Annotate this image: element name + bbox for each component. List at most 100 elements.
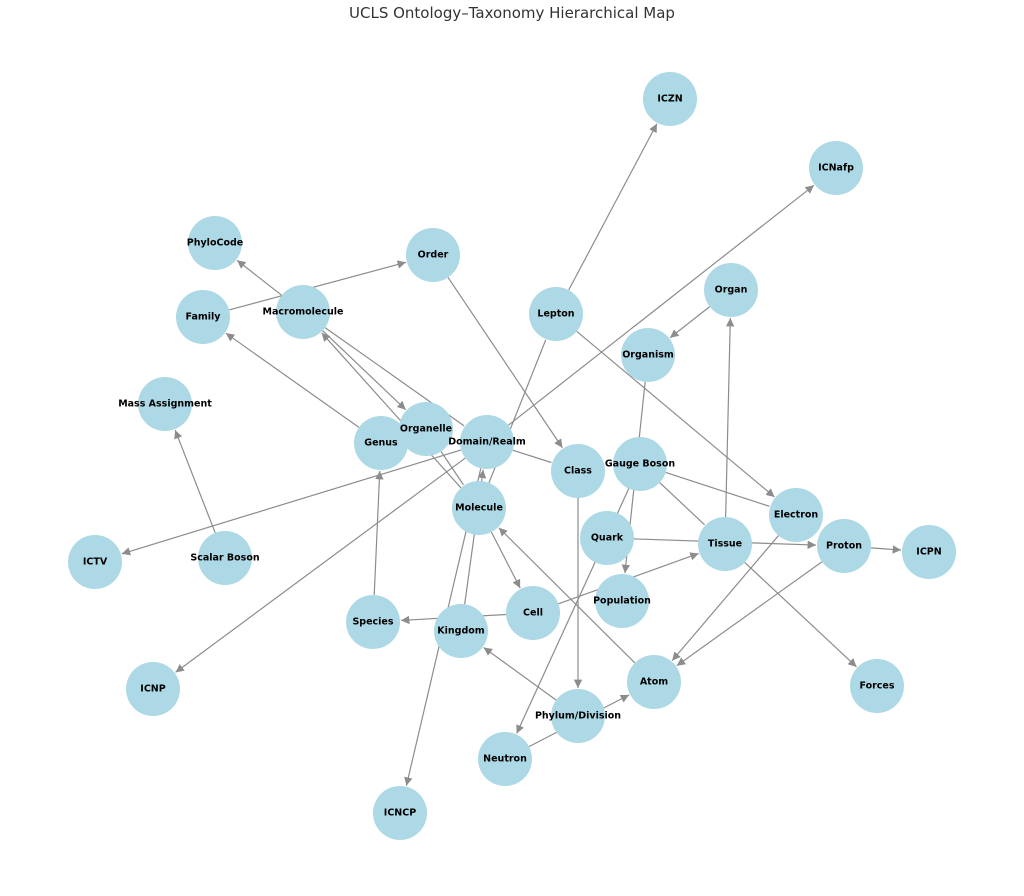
node-label: Species (352, 617, 393, 628)
node-species: Species (346, 595, 400, 649)
node-label: Neutron (483, 754, 527, 765)
node-circle (902, 525, 956, 579)
node-cell: Cell (506, 586, 560, 640)
node-phylumdivision: Phylum/Division (535, 689, 621, 743)
node-label: Tissue (708, 539, 742, 550)
node-label: Class (564, 466, 592, 477)
node-label: Family (186, 312, 222, 323)
node-genus: Genus (354, 416, 408, 470)
node-circle (478, 732, 532, 786)
edge-tissue-to-organ (725, 317, 735, 518)
node-neutron: Neutron (478, 732, 532, 786)
edge-family-to-order (228, 260, 407, 311)
node-iczn: ICZN (643, 72, 697, 126)
node-circle (627, 655, 681, 709)
node-label: Population (593, 596, 651, 607)
node-circle (817, 519, 871, 573)
node-circle (452, 481, 506, 535)
node-atom: Atom (627, 655, 681, 709)
node-domainrealm: Domain/Realm (448, 415, 526, 469)
node-organism: Organism (621, 328, 675, 382)
node-label: Organ (715, 285, 748, 296)
node-circle (460, 415, 514, 469)
node-circle (176, 290, 230, 344)
edge-organ-to-organism (669, 306, 711, 339)
node-proton: Proton (817, 519, 871, 573)
edge-species-to-genus (373, 470, 384, 596)
node-label: ICPN (916, 547, 941, 558)
node-ictv: ICTV (68, 535, 122, 589)
node-label: Atom (640, 677, 668, 688)
edge-atom-to-molecule (498, 527, 636, 664)
node-circle (138, 377, 192, 431)
node-label: Macromolecule (263, 307, 344, 318)
node-scalarboson: Scalar Boson (190, 531, 260, 585)
node-circle (399, 402, 453, 456)
node-icnafp: ICNafp (809, 141, 863, 195)
node-molecule: Molecule (452, 481, 506, 535)
edge-domainrealm-to-ictv (121, 449, 462, 556)
diagram-title: UCLS Ontology–Taxonomy Hierarchical Map (349, 4, 675, 22)
edge-molecule-to-macromolecule (321, 332, 462, 489)
node-label: Quark (591, 533, 624, 544)
edge-domainrealm-to-icnp (175, 457, 466, 673)
node-icncp: ICNCP (373, 786, 427, 840)
node-label: Scalar Boson (190, 553, 259, 564)
node-circle (68, 535, 122, 589)
edge-scalarboson-to-massassignment (174, 429, 216, 534)
node-label: ICNafp (818, 163, 854, 174)
node-circle (406, 228, 460, 282)
node-tissue: Tissue (698, 517, 752, 571)
node-kingdom: Kingdom (434, 604, 488, 658)
node-circle (126, 662, 180, 716)
node-macromolecule: Macromolecule (263, 285, 344, 339)
node-label: Proton (826, 541, 862, 552)
node-gaugeboson: Gauge Boson (605, 437, 675, 491)
node-circle (643, 72, 697, 126)
node-phylocode: PhyloCode (187, 216, 243, 270)
node-lepton: Lepton (529, 287, 583, 341)
edge-domainrealm-to-class (512, 449, 552, 464)
node-organelle: Organelle (399, 402, 453, 456)
node-label: ICZN (657, 94, 682, 105)
node-label: ICNP (140, 684, 165, 695)
edge-macromolecule-to-phylocode (236, 259, 283, 296)
edge-domainrealm-to-icnafp (507, 184, 815, 426)
edge-lepton-to-iczn (568, 123, 658, 291)
node-label: Domain/Realm (448, 437, 526, 448)
edge-electron-to-atom (671, 535, 779, 662)
node-quark: Quark (580, 511, 634, 565)
node-label: Forces (859, 681, 894, 692)
node-population: Population (593, 574, 651, 628)
node-label: Mass Assignment (118, 399, 212, 410)
node-circle (769, 488, 823, 542)
node-circle (809, 141, 863, 195)
edge-proton-to-atom (676, 561, 823, 667)
node-electron: Electron (769, 488, 823, 542)
node-label: Order (418, 250, 449, 261)
node-circle (551, 444, 605, 498)
node-label: ICNCP (384, 808, 416, 819)
node-circle (373, 786, 427, 840)
edge-phylumdivision-to-kingdom (483, 646, 557, 701)
edge-lepton-to-electron (576, 330, 775, 498)
edge-organelle-to-molecule (440, 451, 464, 486)
node-family: Family (176, 290, 230, 344)
node-label: Kingdom (437, 626, 485, 637)
edge-genus-to-family (225, 332, 360, 428)
edge-layer (121, 123, 902, 786)
node-label: Gauge Boson (605, 459, 675, 470)
node-label: Molecule (455, 503, 503, 514)
node-circle (613, 437, 667, 491)
edge-tissue-to-forces (744, 561, 857, 668)
node-label: Lepton (537, 309, 574, 320)
node-label: Cell (523, 608, 543, 619)
node-label: Electron (774, 510, 819, 521)
node-circle (551, 689, 605, 743)
node-circle (698, 517, 752, 571)
node-label: Phylum/Division (535, 711, 621, 722)
node-circle (704, 263, 758, 317)
node-label: Genus (364, 438, 398, 449)
node-circle (354, 416, 408, 470)
